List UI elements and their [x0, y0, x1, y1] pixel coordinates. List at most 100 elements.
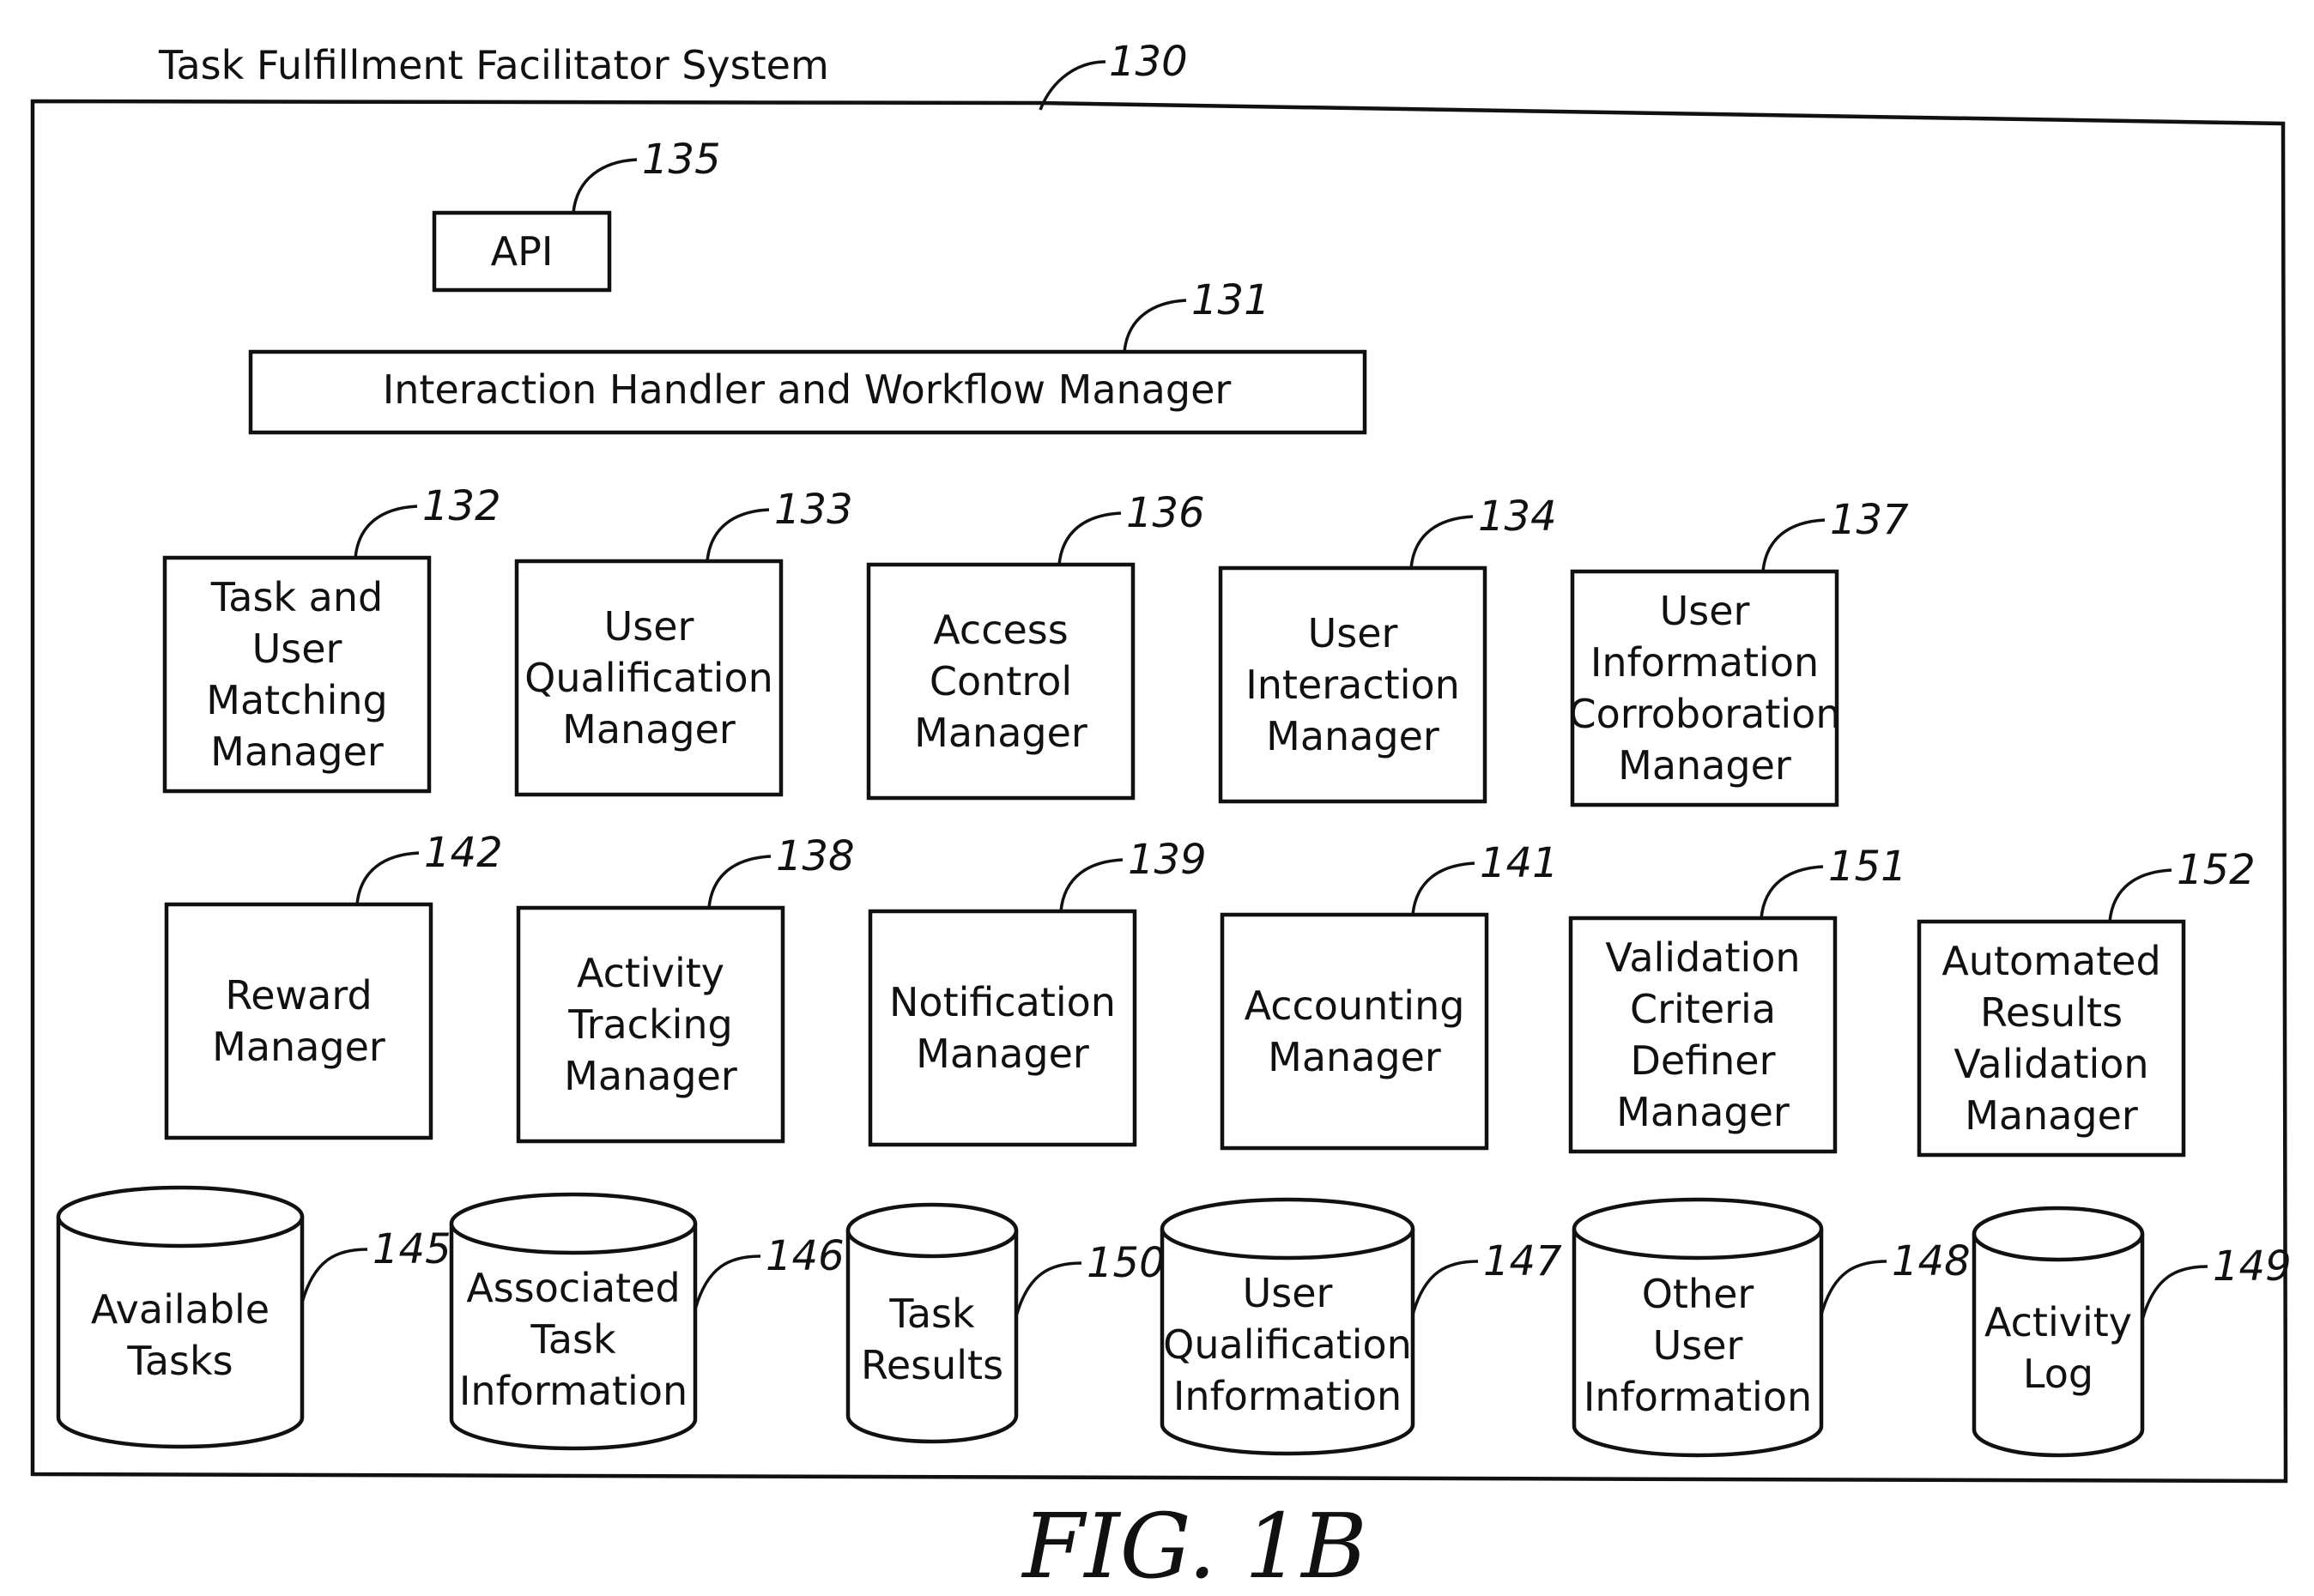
access-control-label-line: Control: [930, 658, 1072, 704]
user-interaction-component: UserInteractionManager134: [1221, 493, 1557, 801]
validation-criteria-label-line: Definer: [1630, 1037, 1775, 1084]
user-info-corroboration-label-line: Information: [1590, 639, 1819, 686]
reward-component: RewardManager 142: [167, 829, 503, 1138]
accounting-label-line: Accounting: [1245, 982, 1465, 1029]
access-control-ref-leader: [1059, 513, 1121, 565]
system-title: Task Fulfillment Facilitator System: [158, 42, 829, 88]
reward-label-line: Reward: [225, 972, 372, 1019]
task-results-cylinder-top: [848, 1205, 1016, 1256]
associated-task-info-label-line: Task: [530, 1316, 616, 1363]
automated-results-label-line: Manager: [1965, 1092, 2138, 1139]
validation-criteria-ref-leader: [1761, 867, 1823, 918]
interaction-handler-ref-number: 131: [1191, 276, 1270, 324]
associated-task-info-cylinder-top: [451, 1194, 695, 1253]
other-user-info-ref-number: 148: [1892, 1237, 1971, 1285]
user-qualification-component: UserQualificationManager133: [517, 486, 853, 795]
automated-results-component: AutomatedResultsValidationManager152: [1919, 846, 2256, 1155]
task-results-label-line: Results: [861, 1342, 1003, 1388]
notification-ref-number: 139: [1128, 836, 1207, 884]
activity-log-label-line: Log: [2023, 1351, 2093, 1397]
user-qualification-info-label-line: User: [1243, 1270, 1333, 1316]
manager-row-1: Task andUserMatchingManager132UserQualif…: [165, 482, 1909, 805]
available-tasks-ref-number: 145: [373, 1225, 451, 1273]
api-ref-leader: [573, 160, 637, 213]
automated-results-label-line: Validation: [1954, 1041, 2148, 1087]
user-qualification-info-ref-number: 147: [1483, 1237, 1562, 1285]
user-info-corroboration-ref-leader: [1763, 520, 1825, 571]
user-qualification-ref-leader: [707, 510, 769, 561]
task-user-matching-ref-number: 132: [422, 482, 501, 530]
interaction-handler-ref-leader: [1124, 300, 1186, 352]
user-interaction-label-line: User: [1308, 610, 1398, 656]
interaction-handler-label: Interaction Handler and Workflow Manager: [383, 366, 1232, 413]
access-control-component: AccessControlManager 136: [869, 489, 1205, 798]
user-info-corroboration-component: UserInformationCorroborationManager137: [1569, 496, 1910, 805]
reward-ref-number: 142: [424, 829, 503, 877]
available-tasks-label-line: Available: [91, 1286, 270, 1333]
reward-ref-leader: [357, 853, 419, 904]
user-interaction-label-line: Interaction: [1245, 662, 1460, 708]
task-results-label-line: Task: [888, 1291, 975, 1337]
user-info-corroboration-ref-number: 137: [1830, 496, 1909, 544]
task-user-matching-ref-leader: [355, 506, 417, 558]
reward-label-line: Manager: [212, 1024, 385, 1070]
user-qualification-label-line: User: [604, 603, 694, 650]
user-qualification-info-ref-leader: [1413, 1261, 1478, 1315]
available-tasks-ref-leader: [302, 1249, 367, 1303]
notification-label-line: Manager: [916, 1031, 1089, 1077]
activity-log-label-line: Activity: [1984, 1299, 2132, 1345]
manager-row-2: RewardManager142ActivityTrackingManager1…: [167, 829, 2256, 1155]
activity-log-ref-leader: [2142, 1267, 2208, 1320]
user-qualification-info-database: UserQualificationInformation 147: [1162, 1200, 1562, 1454]
activity-log-cylinder-top: [1974, 1208, 2142, 1260]
associated-task-info-ref-number: 146: [766, 1232, 845, 1280]
other-user-info-label-line: User: [1653, 1322, 1743, 1369]
accounting-label-line: Manager: [1268, 1034, 1441, 1080]
automated-results-ref-number: 152: [2177, 846, 2256, 894]
other-user-info-label-line: Information: [1584, 1374, 1812, 1420]
task-user-matching-label-line: Task and: [210, 574, 383, 620]
access-control-ref-number: 136: [1126, 489, 1205, 537]
automated-results-label-line: Automated: [1941, 938, 2160, 984]
accounting-ref-number: 141: [1480, 839, 1559, 887]
notification-box: [870, 911, 1135, 1145]
user-info-corroboration-label-line: User: [1660, 588, 1750, 634]
interaction-handler-component: Interaction Handler and Workflow Manager…: [251, 276, 1365, 432]
task-user-matching-label-line: User: [252, 626, 342, 672]
other-user-info-label-line: Other: [1642, 1271, 1754, 1317]
validation-criteria-label-line: Validation: [1605, 934, 1800, 981]
api-component: API 135: [434, 136, 721, 290]
validation-criteria-component: ValidationCriteriaDefinerManager151: [1571, 843, 1907, 1152]
accounting-box: [1222, 915, 1487, 1148]
api-ref-number: 135: [642, 136, 721, 184]
validation-criteria-label-line: Criteria: [1630, 986, 1776, 1032]
other-user-info-ref-leader: [1821, 1261, 1887, 1315]
task-user-matching-label-line: Manager: [210, 728, 384, 775]
reward-box: [167, 904, 431, 1138]
other-user-info-cylinder-top: [1574, 1200, 1821, 1258]
user-qualification-info-label-line: Information: [1173, 1373, 1402, 1419]
user-qualification-label-line: Qualification: [524, 655, 773, 701]
user-qualification-info-label-line: Qualification: [1163, 1321, 1412, 1368]
associated-task-info-ref-leader: [695, 1256, 760, 1309]
task-results-ref-number: 150: [1087, 1239, 1166, 1287]
notification-component: NotificationManager 139: [870, 836, 1207, 1145]
access-control-label-line: Manager: [914, 710, 1087, 756]
notification-ref-leader: [1061, 860, 1123, 911]
task-user-matching-label-line: Matching: [206, 677, 388, 723]
accounting-ref-leader: [1413, 863, 1475, 915]
user-info-corroboration-label-line: Manager: [1618, 742, 1791, 789]
task-user-matching-component: Task andUserMatchingManager 132: [165, 482, 501, 791]
task-results-ref-leader: [1016, 1263, 1081, 1316]
data-stores: AvailableTasks145AssociatedTaskInformati…: [58, 1188, 2292, 1455]
user-interaction-ref-number: 134: [1478, 493, 1557, 541]
notification-label-line: Notification: [889, 979, 1116, 1025]
activity-log-ref-number: 149: [2213, 1242, 2292, 1291]
api-label: API: [491, 228, 554, 275]
activity-tracking-label-line: Manager: [564, 1053, 737, 1099]
associated-task-info-label-line: Information: [459, 1368, 688, 1414]
access-control-label-line: Access: [933, 607, 1068, 653]
user-qualification-info-cylinder-top: [1162, 1200, 1413, 1258]
activity-tracking-ref-number: 138: [776, 832, 855, 880]
